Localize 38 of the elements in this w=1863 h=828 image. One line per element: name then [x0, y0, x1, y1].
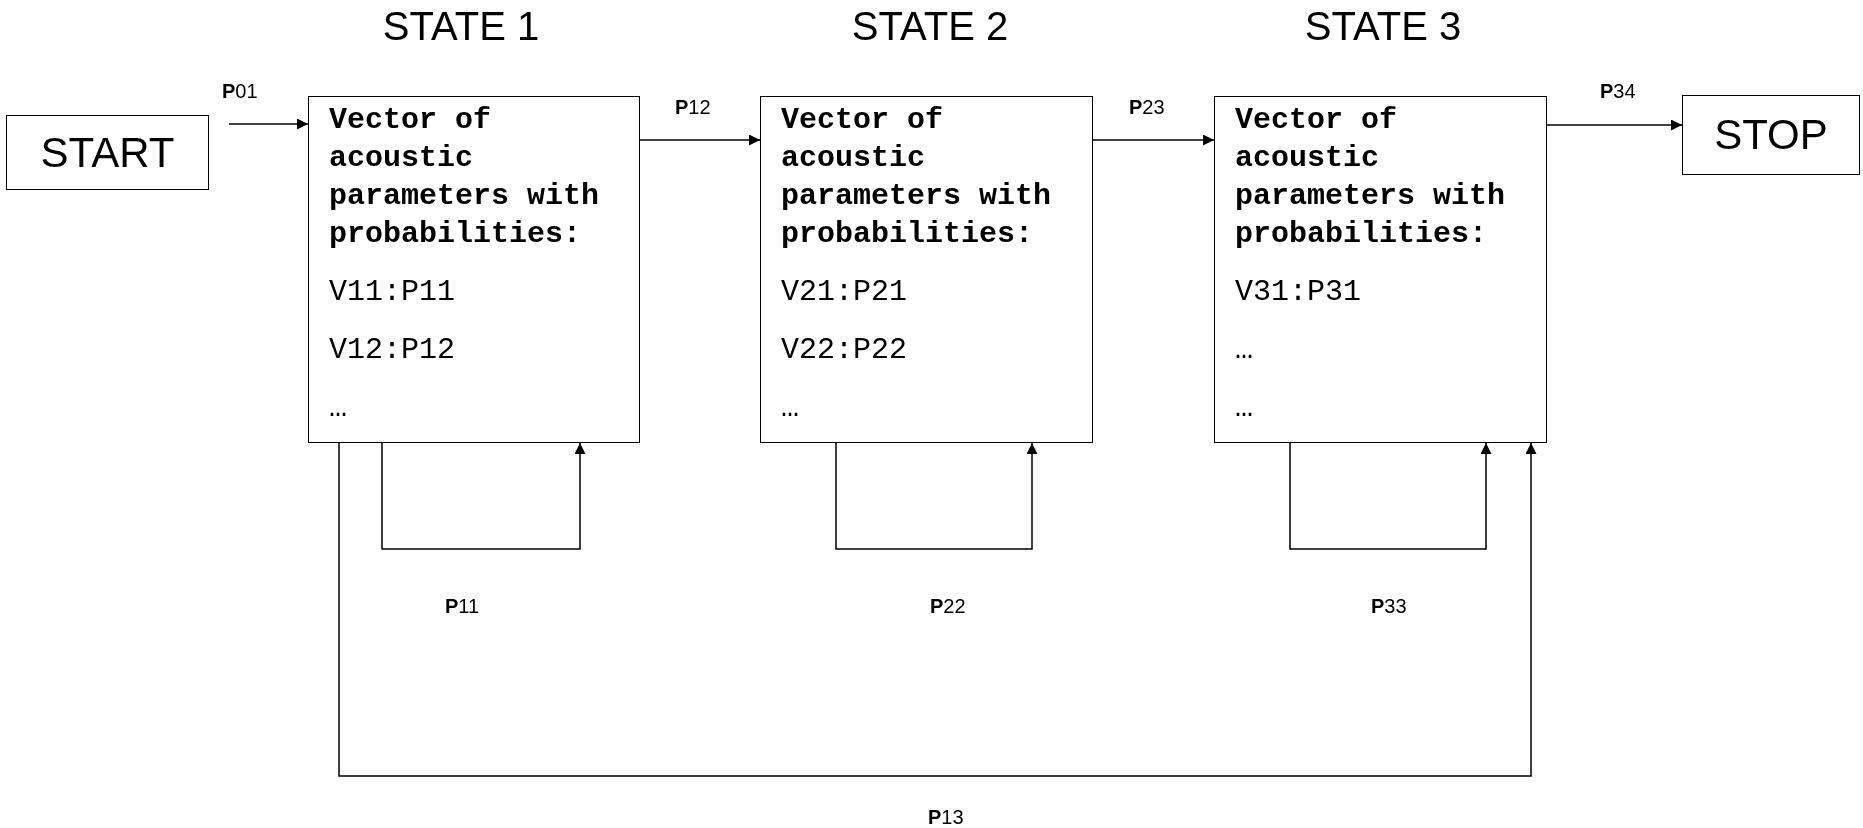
arrow [1289, 442, 1492, 550]
terminal-box [1682, 95, 1860, 175]
arrow [835, 442, 1038, 550]
vector-entry: V21:P21 [781, 274, 909, 311]
edge-label: P34 [1600, 79, 1636, 103]
state-title: STATE 2 [851, 4, 1009, 49]
vector-entry: V11:P11 [329, 274, 457, 311]
edge-label: P13 [928, 805, 964, 828]
state-box [760, 96, 1093, 443]
arrow [1546, 119, 1683, 131]
edge-label: P23 [1129, 95, 1165, 119]
vector-entry: V12:P12 [329, 332, 457, 369]
state-box [1214, 96, 1547, 443]
vector-entry: V22:P22 [781, 332, 909, 369]
arrow [639, 134, 761, 146]
arrow [228, 118, 309, 130]
vector-entry: … [329, 390, 348, 427]
state-title: STATE 3 [1304, 4, 1462, 49]
arrow [1092, 134, 1215, 146]
edge-label: P12 [675, 95, 711, 119]
box-heading: Vector of acoustic parameters with probabilities: [1235, 102, 1507, 253]
vector-entry: … [1235, 390, 1254, 427]
terminal-label: START [40, 128, 175, 177]
terminal-label: STOP [1714, 111, 1828, 159]
edge-label: P11 [445, 594, 480, 618]
box-heading: Vector of acoustic parameters with probabilities: [781, 102, 1053, 253]
edge-label: P33 [1371, 594, 1407, 618]
box-heading: Vector of acoustic parameters with probabilities: [329, 102, 601, 253]
arrow [381, 442, 586, 550]
vector-entry: V31:P31 [1235, 274, 1363, 311]
vector-entry: … [781, 390, 800, 427]
terminal-box [6, 115, 209, 190]
edge-label: P01 [222, 79, 258, 103]
arrow [338, 442, 1537, 777]
vector-entry: … [1235, 332, 1254, 369]
edge-label: P22 [930, 594, 966, 618]
state-box [308, 96, 640, 443]
state-title: STATE 1 [382, 4, 540, 49]
